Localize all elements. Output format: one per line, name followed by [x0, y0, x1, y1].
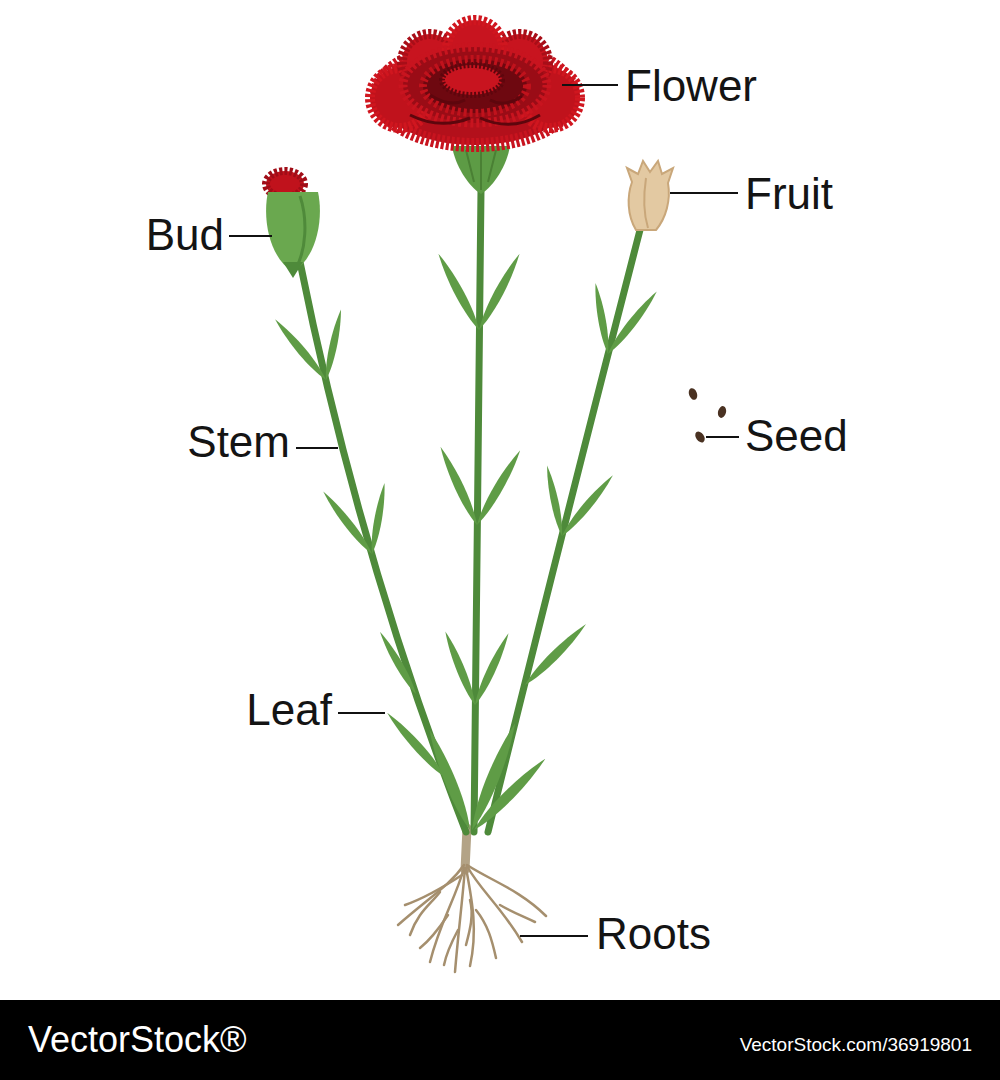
roots [398, 828, 546, 972]
leader-line [670, 192, 738, 194]
watermark-band [0, 1000, 1000, 1080]
leaf [442, 630, 479, 707]
leaf [543, 465, 565, 537]
part-label: Bud [146, 210, 224, 261]
watermark: VectorStock® [28, 1019, 247, 1060]
leaf [605, 289, 660, 356]
part-label: Flower [625, 61, 757, 112]
leaf [473, 448, 524, 527]
leaf [368, 482, 388, 554]
stems [300, 190, 640, 832]
leaf [424, 728, 475, 832]
flower-bud [266, 171, 320, 278]
seeds [687, 387, 727, 444]
leaf [592, 282, 612, 354]
bud-stem [300, 262, 466, 832]
leaf [377, 630, 419, 696]
leader-lines [229, 85, 739, 936]
leader-line [296, 447, 338, 449]
part-label: Stem [187, 417, 290, 468]
leaf [436, 445, 481, 527]
leaves [272, 252, 660, 834]
flower-stem [474, 190, 481, 832]
part-label: Leaf [246, 685, 332, 736]
leader-line [520, 935, 588, 937]
leader-line [338, 712, 385, 714]
carnation-flower [370, 20, 580, 145]
flower-calyx [452, 146, 510, 194]
fruit-capsule [627, 161, 673, 230]
part-label: Seed [745, 411, 848, 462]
leaf [475, 252, 524, 333]
leader-line [229, 235, 272, 237]
part-label: Fruit [745, 169, 833, 220]
leaf [471, 631, 512, 706]
leaf [559, 473, 616, 539]
leaf [522, 621, 589, 688]
leader-line [706, 436, 739, 438]
part-label: Roots [596, 909, 711, 960]
leaf [322, 309, 344, 381]
root-strands [398, 865, 546, 972]
leaf [320, 489, 375, 556]
leader-line [562, 84, 618, 86]
leaf [470, 755, 549, 834]
leaf [434, 252, 483, 333]
leaf [272, 317, 329, 383]
watermark: VectorStock.com/36919801 [740, 1034, 972, 1056]
